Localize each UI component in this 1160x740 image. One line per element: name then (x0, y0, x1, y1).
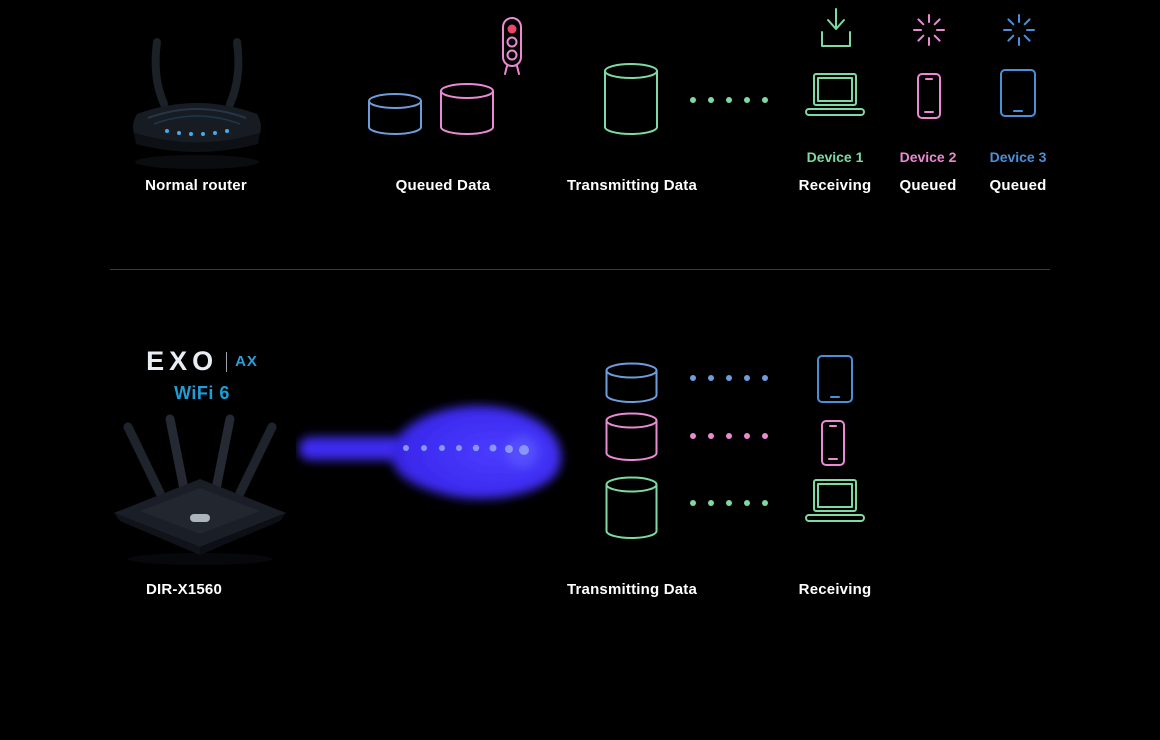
router-icon (114, 414, 286, 565)
queued-cylinder-pink (438, 82, 496, 141)
receiving-label: Receiving (798, 581, 872, 598)
section-divider (110, 269, 1050, 270)
loading-spinner-icon (911, 12, 947, 53)
transmitting-data-label: Transmitting Data (566, 177, 698, 194)
logo-ax-text: AX (235, 353, 258, 370)
device-2-name: Device 2 (899, 149, 957, 165)
device-1-status: Receiving (798, 177, 872, 194)
laptop-icon (803, 478, 867, 531)
data-stream-dots-blue (690, 375, 768, 381)
data-stream-dots-pink (690, 433, 768, 439)
smartphone-icon (819, 419, 847, 472)
exo-logo-text: EXO (146, 346, 219, 376)
beam-icon (299, 405, 562, 499)
traffic-light-icon (496, 16, 528, 85)
queued-data-label: Queued Data (395, 177, 491, 194)
loading-spinner-icon (1001, 12, 1037, 53)
laptop-icon (803, 72, 867, 125)
database-cylinder-icon (440, 83, 494, 135)
database-cylinder-icon (368, 93, 422, 135)
stream-cylinder-blue (604, 362, 659, 409)
database-cylinder-icon (605, 412, 658, 461)
data-stream-dots-green (690, 500, 768, 506)
transmitting-data-label: Transmitting Data (566, 581, 698, 598)
dir-x1560-image (100, 413, 300, 573)
database-cylinder-icon (605, 362, 658, 403)
logo-divider (226, 351, 228, 372)
dir-x1560-label: DIR-X1560 (145, 581, 222, 598)
normal-router-label: Normal router (145, 177, 247, 194)
download-icon (816, 6, 856, 57)
device-3-name: Device 3 (989, 149, 1047, 165)
database-cylinder-icon (605, 476, 658, 539)
exo-ax-logo: EXO AX (102, 348, 302, 375)
stream-cylinder-green (604, 476, 659, 545)
signal-beam (296, 396, 581, 516)
router-icon (133, 38, 261, 169)
data-stream-dots-green (690, 97, 768, 103)
wifi6-label: WiFi 6 (174, 383, 230, 403)
device-3-status: Queued (989, 177, 1047, 194)
database-cylinder-icon (604, 63, 658, 135)
device-1-name: Device 1 (806, 149, 864, 165)
normal-router-image (112, 36, 282, 181)
tablet-icon (816, 354, 854, 409)
transmitting-cylinder-green (602, 62, 660, 141)
queued-cylinder-blue (366, 92, 424, 141)
stream-cylinder-pink (604, 412, 659, 467)
tablet-icon (999, 68, 1037, 123)
smartphone-icon (915, 72, 943, 125)
device-2-status: Queued (899, 177, 957, 194)
